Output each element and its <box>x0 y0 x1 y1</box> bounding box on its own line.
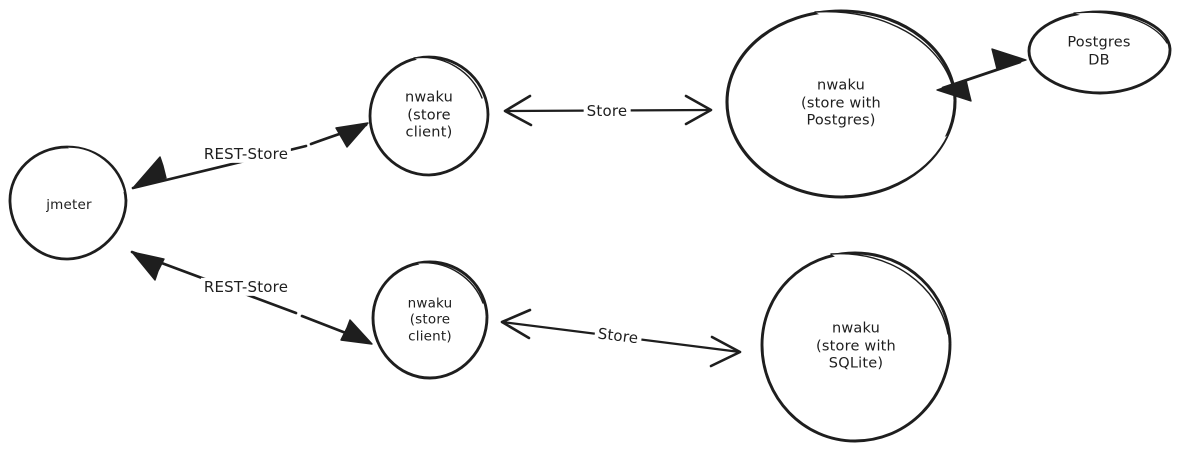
arrowhead-left <box>503 94 533 127</box>
edge-postgres-node-to-db[interactable] <box>936 48 1027 102</box>
arrowhead-right <box>709 335 742 368</box>
node-jmeter[interactable] <box>8 145 128 261</box>
edge-client-top-to-postgres-node[interactable] <box>503 94 713 127</box>
arrowhead-right <box>335 122 369 148</box>
arrowhead-right <box>991 48 1027 70</box>
edge-client-bottom-to-sqlite-node[interactable] <box>500 308 742 368</box>
arrowhead-left <box>500 308 532 340</box>
arrowhead-left <box>132 156 167 189</box>
node-postgres-db[interactable] <box>1027 10 1172 95</box>
edge-jmeter-to-client-bottom[interactable] <box>130 250 373 345</box>
arrowhead-left <box>936 79 972 102</box>
node-nwaku-store-client-bottom[interactable] <box>371 260 489 380</box>
arrowhead-right <box>684 94 713 126</box>
arrowhead-right <box>340 319 373 345</box>
node-nwaku-store-client-top[interactable] <box>368 55 490 177</box>
arrowhead-left <box>131 251 165 281</box>
node-nwaku-store-postgres[interactable] <box>725 9 957 199</box>
node-nwaku-store-sqlite[interactable] <box>760 251 952 443</box>
edge-jmeter-to-client-top[interactable] <box>131 122 369 190</box>
